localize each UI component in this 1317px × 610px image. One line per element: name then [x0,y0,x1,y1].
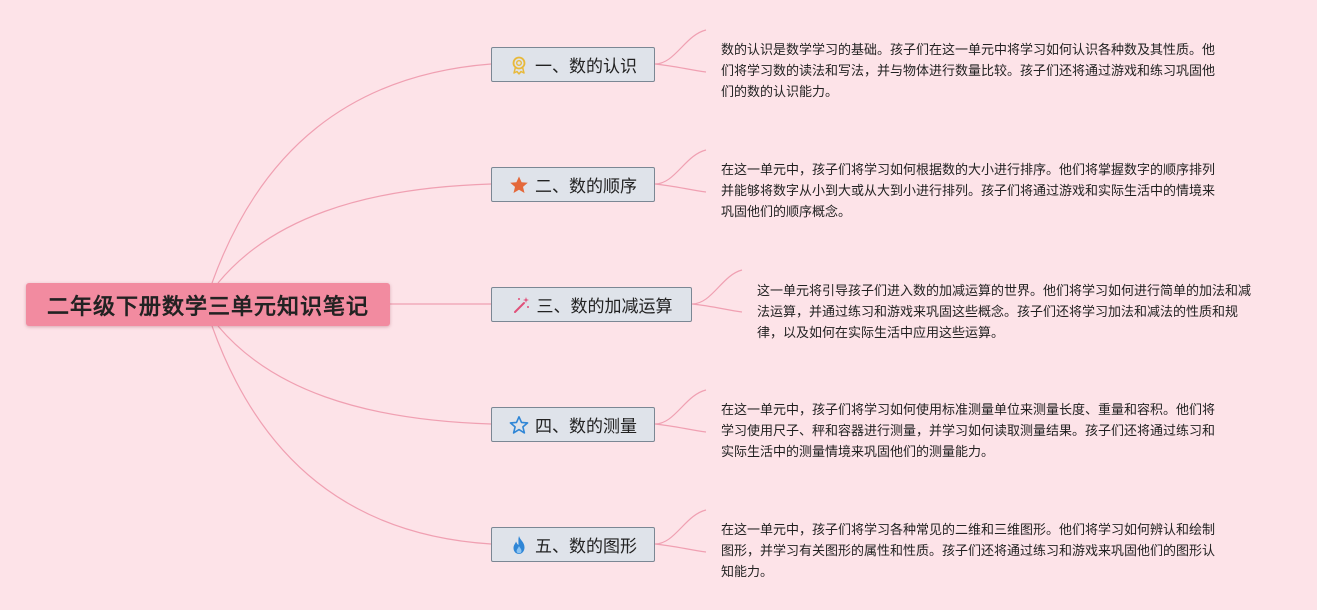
star-outline-icon [509,415,529,435]
connector-branch-2-note [654,149,707,193]
branch-topic-4[interactable]: 四、数的测量 [491,407,655,442]
connector-branch-1-note [654,29,707,73]
connector-branch-3-note [691,269,743,313]
award-ribbon-icon [509,55,529,75]
branch-topic-5[interactable]: 五、数的图形 [491,527,655,562]
branch-topic-3[interactable]: 三、数的加减运算 [491,287,692,322]
branch-label: 五、数的图形 [535,537,637,557]
connector-root-branch-4 [217,325,492,425]
star-icon [509,175,529,195]
connector-root-branch-2 [217,183,492,284]
root-topic-title: 二年级下册数学三单元知识笔记 [46,294,369,320]
branch-note-5: 在这一单元中，孩子们将学习各种常见的二维和三维图形。他们将学习如何辨认和绘制图形… [721,523,1216,580]
root-topic[interactable]: 二年级下册数学三单元知识笔记 [26,283,390,326]
flame-icon [509,535,529,555]
connector-root-branch-5 [211,325,492,545]
branch-label: 一、数的认识 [535,57,637,77]
branch-note-3: 这一单元将引导孩子们进入数的加减运算的世界。他们将学习如何进行简单的加法和减法运… [757,284,1252,341]
branch-topic-2[interactable]: 二、数的顺序 [491,167,655,202]
branch-note-2: 在这一单元中，孩子们将学习如何根据数的大小进行排序。他们将掌握数字的顺序排列并能… [721,163,1216,220]
branch-label: 三、数的加减运算 [536,297,673,317]
branch-label: 二、数的顺序 [535,177,637,197]
connector-root-branch-1 [211,63,492,284]
magic-wand-icon [511,295,531,315]
branch-label: 四、数的测量 [535,417,637,437]
connector-branch-5-note [654,509,707,553]
branch-topic-1[interactable]: 一、数的认识 [491,47,655,82]
connector-branch-4-note [654,389,707,433]
branch-note-1: 数的认识是数学学习的基础。孩子们在这一单元中将学习如何认识各种数及其性质。他们将… [721,43,1216,100]
branch-note-4: 在这一单元中，孩子们将学习如何使用标准测量单位来测量长度、重量和容积。他们将学习… [721,403,1216,460]
